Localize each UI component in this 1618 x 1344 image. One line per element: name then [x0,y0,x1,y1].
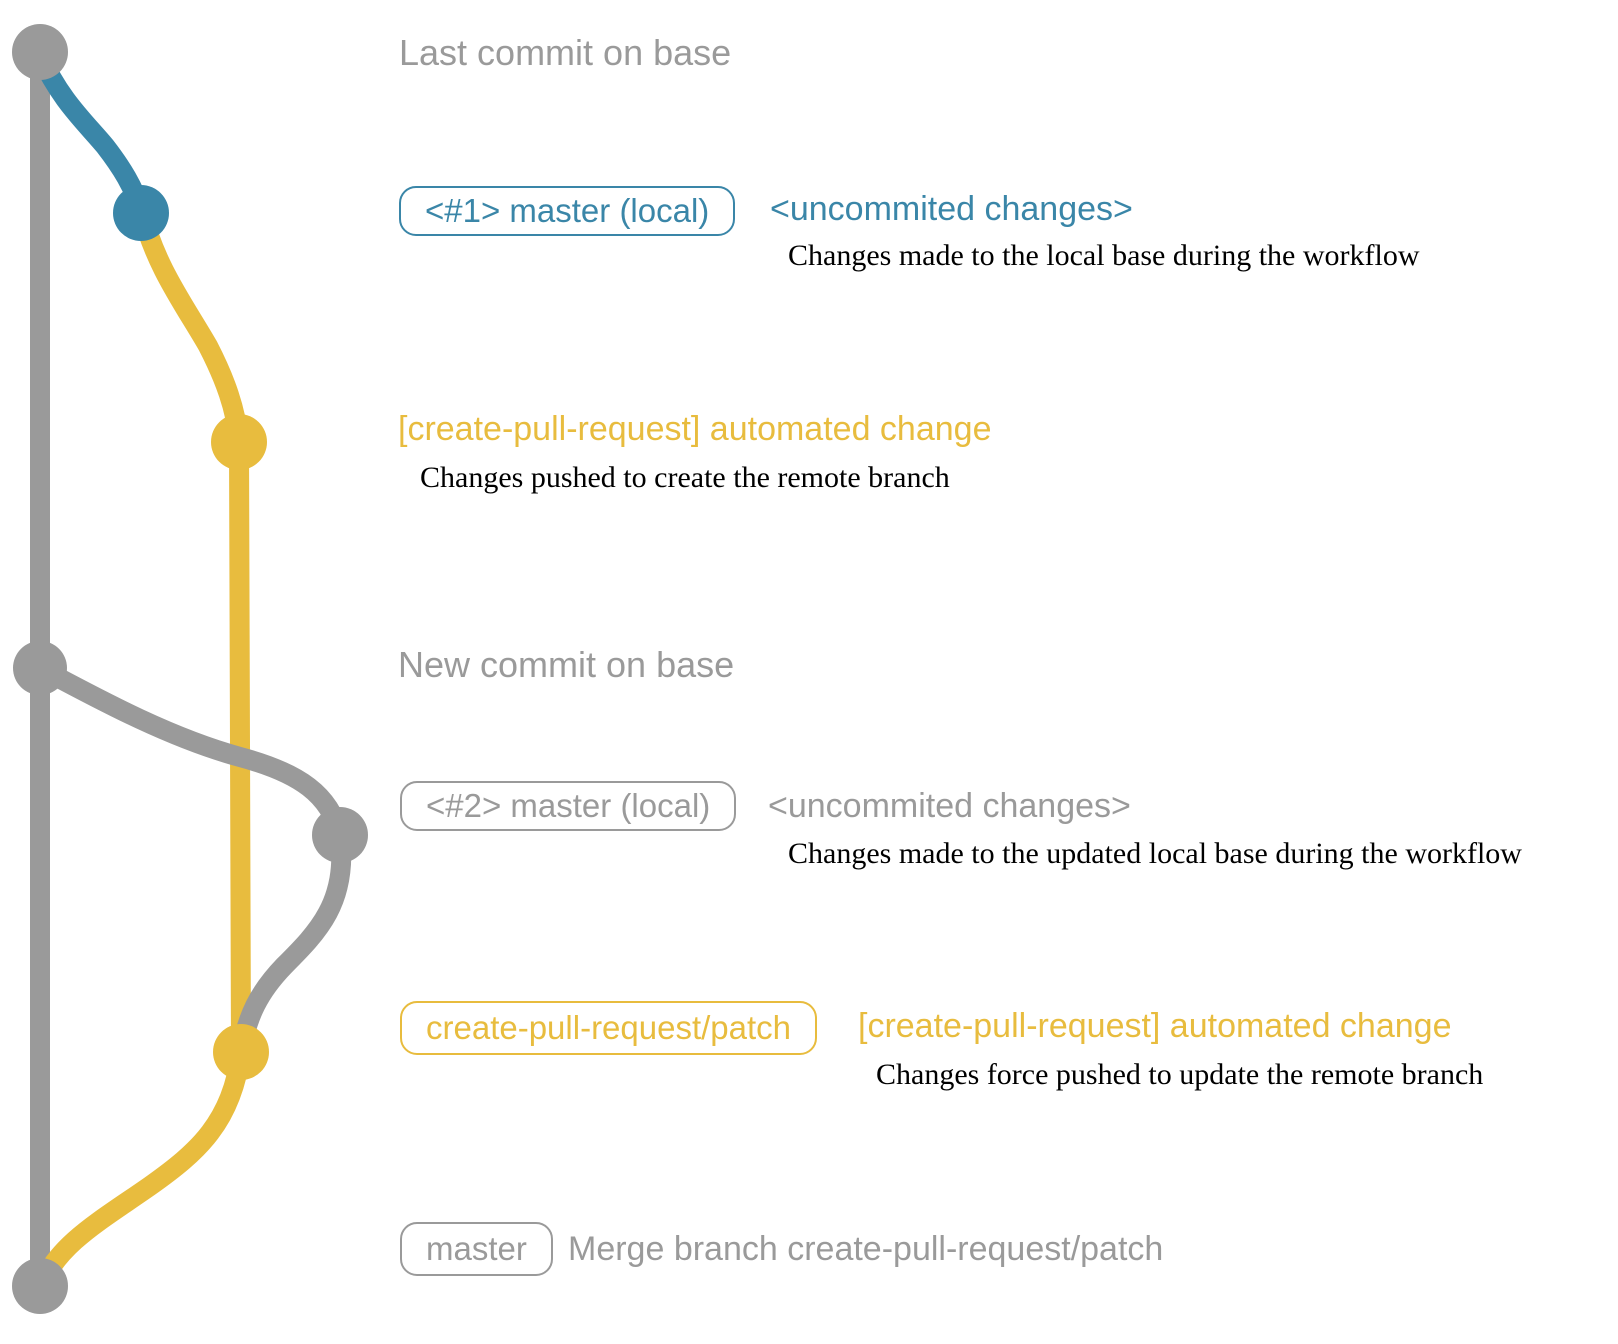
local-changes-1-line [30,45,152,222]
branch-badge-master: master [400,1222,553,1276]
branch-badge-master-local-1: <#1> master (local) [399,186,736,236]
commit-dot-patch-2 [213,1024,269,1080]
patch-push-1-line [132,202,249,452]
branch-badge-master-local-2: <#2> master (local) [400,781,737,831]
note-automated-change-2: [create-pull-request] automated change [858,1007,1452,1045]
commit-dot-patch-1 [211,414,267,470]
note-uncommitted-changes-1: <uncommited changes> [770,190,1133,228]
commit-dot-local-1 [113,185,169,241]
note-uncommitted-changes-2: <uncommited changes> [768,787,1131,825]
merge-line [31,1042,251,1296]
label-merge-branch: Merge branch create-pull-request/patch [568,1230,1164,1268]
caption-force-push-update-branch: Changes force pushed to update the remot… [876,1058,1484,1091]
label-new-commit-on-base: New commit on base [398,644,735,685]
caption-local-changes-1: Changes made to the local base during th… [788,239,1420,272]
patch-force-push-line [231,825,352,1062]
local-changes-2-line [30,658,350,845]
commit-dot-base-last [12,24,68,80]
commit-dot-base-new [13,641,67,695]
commit-dot-merge [12,1258,68,1314]
caption-push-create-branch: Changes pushed to create the remote bran… [420,461,950,494]
caption-local-changes-2: Changes made to the updated local base d… [788,837,1522,870]
branch-badge-create-pull-request-patch: create-pull-request/patch [400,1001,818,1055]
commit-dot-local-2 [312,807,368,863]
note-automated-change-1: [create-pull-request] automated change [398,410,992,448]
label-last-commit-on-base: Last commit on base [399,32,732,73]
